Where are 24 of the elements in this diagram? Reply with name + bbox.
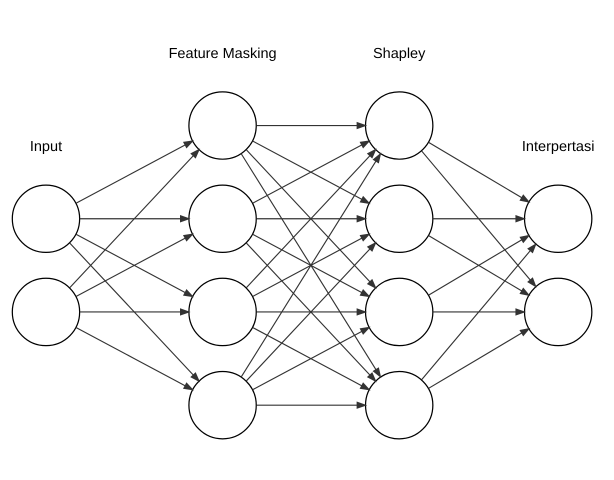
arrow	[76, 326, 194, 390]
node-circle	[12, 184, 80, 253]
arrow	[421, 242, 537, 380]
arrow	[80, 308, 191, 316]
arrow	[76, 140, 194, 204]
arrow	[428, 141, 530, 202]
arrow	[433, 308, 526, 316]
label: Shapley	[372, 45, 426, 62]
arrow	[256, 214, 368, 222]
node-circle	[188, 277, 257, 346]
node-circle	[12, 277, 80, 346]
arrow	[421, 150, 537, 288]
arrow	[69, 148, 200, 288]
arrow	[256, 121, 368, 129]
arrow	[80, 214, 191, 222]
arrow	[256, 401, 368, 408]
arrow	[69, 242, 200, 382]
label: Interpertasi	[522, 138, 594, 155]
label: Feature Masking	[168, 45, 277, 62]
label: Input	[30, 138, 62, 155]
node-circle	[188, 184, 257, 253]
arrow	[428, 327, 530, 388]
arrow	[433, 214, 526, 222]
arrow	[256, 308, 368, 316]
